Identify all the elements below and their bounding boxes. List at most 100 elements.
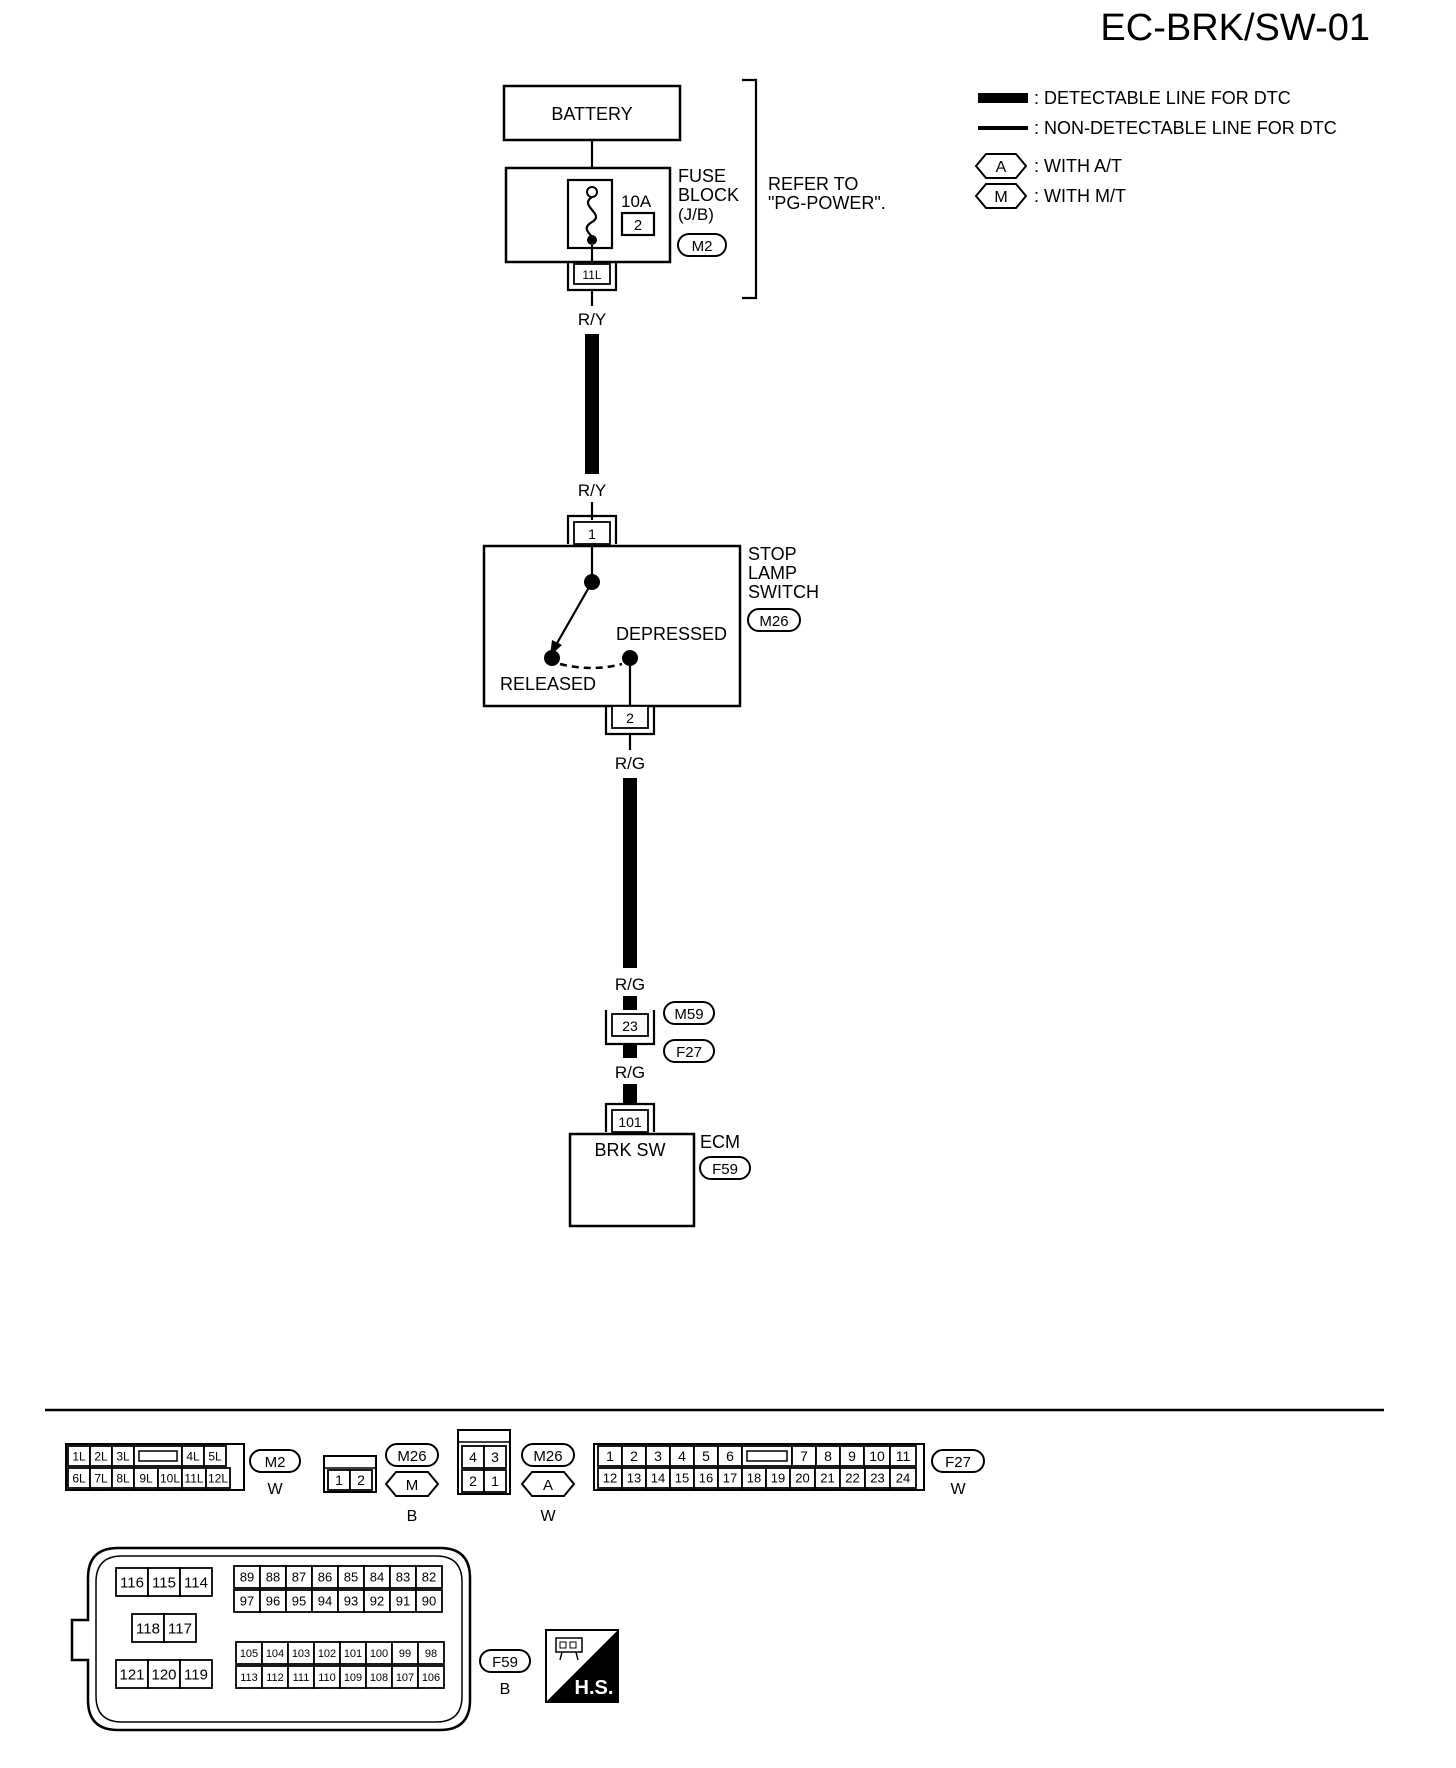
ecm-box [568, 1132, 696, 1228]
legend-detectable-text: : DETECTABLE LINE FOR DTC [1034, 88, 1291, 108]
wire-rg-2: R/G [615, 975, 645, 994]
pin-label: 13 [627, 1471, 641, 1486]
pin-label: 110 [318, 1672, 336, 1684]
fuse-label-3: (J/B) [678, 205, 714, 224]
pin-cell [147, 1567, 181, 1597]
pin-label: 23 [870, 1471, 884, 1486]
pin-cell [131, 1613, 165, 1643]
pin-label: 94 [318, 1594, 332, 1609]
pin-label: 1 [491, 1473, 499, 1489]
pin-label: 8 [824, 1448, 832, 1464]
page-id: EC-BRK/SW-01 [1100, 7, 1370, 49]
switch-label-1: STOP [748, 544, 797, 564]
pin-cell [205, 1467, 231, 1489]
pin-label: 16 [699, 1471, 713, 1486]
conn-f59-color: B [500, 1681, 511, 1698]
switch-pin-out: 2 [626, 710, 634, 726]
legend-non-detectable-swatch [978, 126, 1028, 130]
conn-m2-color: W [267, 1481, 283, 1498]
stop-lamp-switch-box [482, 544, 742, 708]
junction-conn-top: M59 [674, 1006, 703, 1023]
battery-label: BATTERY [551, 104, 632, 124]
pin-label: 20 [795, 1471, 809, 1486]
pin-label: 121 [119, 1666, 144, 1683]
switch-depressed-label: DEPRESSED [616, 624, 727, 644]
pin-label: 15 [675, 1471, 689, 1486]
pin-label: 105 [240, 1648, 258, 1660]
wire-rg-thick-4 [623, 1084, 637, 1104]
pin-label: 92 [370, 1594, 384, 1609]
pin-label: 89 [240, 1570, 254, 1585]
conn-m26-mt-variant-shape [384, 1471, 440, 1497]
pin-label: 112 [266, 1672, 284, 1684]
ecm-pin: 101 [618, 1114, 642, 1130]
conn-m26-at-variant: A [543, 1477, 553, 1494]
fuse-label-2: BLOCK [678, 185, 739, 205]
pin-cell [415, 1589, 443, 1613]
conn-m26-at-badge [521, 1443, 575, 1467]
pin-label: 19 [771, 1471, 785, 1486]
pin-label: 111 [293, 1672, 310, 1684]
pin-cell [349, 1469, 373, 1491]
pin-label: 90 [422, 1594, 436, 1609]
legend-at-symbol-shape [974, 153, 1028, 179]
pin-label: 113 [240, 1672, 258, 1684]
fuse-number: 2 [634, 217, 642, 234]
pin-label: 103 [292, 1648, 310, 1660]
fuse-block-box [504, 166, 672, 264]
pin-cell [483, 1445, 507, 1469]
pin-label: 10L [160, 1471, 180, 1485]
pin-label: 6L [72, 1471, 86, 1485]
fuse-connector-badge [677, 233, 727, 257]
terminal-11l-box [573, 263, 611, 285]
pin-label: 12 [603, 1471, 617, 1486]
pin-label: 2 [630, 1448, 638, 1464]
legend: : DETECTABLE LINE FOR DTC : NON-DETECTAB… [974, 88, 1337, 209]
pin-label: 2 [357, 1472, 365, 1488]
junction-conn-bottom-badge [663, 1039, 715, 1063]
pin-label: 85 [344, 1570, 358, 1585]
legend-mt-symbol-shape [974, 183, 1028, 209]
conn-f59-badge [479, 1649, 531, 1673]
pin-label: 99 [399, 1648, 411, 1660]
switch-released-contact [544, 650, 560, 666]
wire-rg-thick-2 [623, 996, 637, 1010]
switch-released-label: RELEASED [500, 674, 596, 694]
fuse-bottom-terminal [587, 235, 597, 245]
junction-pin-box [611, 1013, 649, 1037]
pin-label: 9L [139, 1471, 153, 1485]
pin-label: 2L [94, 1449, 108, 1463]
hs-label: H.S. [575, 1677, 614, 1699]
legend-detectable-swatch [978, 93, 1028, 103]
ecm-connector: F59 [712, 1161, 738, 1178]
wire-ry-thick [585, 334, 599, 474]
pin-label: 1L [72, 1449, 86, 1463]
pin-label: 5L [208, 1449, 222, 1463]
legend-at-text: : WITH A/T [1034, 156, 1122, 176]
switch-travel-dashed [559, 662, 623, 670]
pin-label: 4 [469, 1449, 477, 1465]
pin-label: 7L [94, 1471, 108, 1485]
fuse-top-terminal [586, 186, 598, 198]
pin-label: 8L [116, 1471, 130, 1485]
switch-depressed-contact [622, 650, 638, 666]
wire-rg-1: R/G [615, 754, 645, 773]
pin-cell [417, 1641, 445, 1665]
pin-label: 114 [184, 1574, 208, 1591]
fuse-element-icon [585, 196, 598, 239]
pin-label: 14 [651, 1471, 665, 1486]
switch-blade [555, 581, 593, 646]
pin-label: 24 [896, 1471, 910, 1486]
switch-pin-in: 1 [588, 526, 596, 542]
ecm-pin-frame [604, 1102, 656, 1132]
pin-label: 11 [896, 1448, 911, 1464]
conn-m26-at-name: M26 [533, 1448, 562, 1465]
pin-label: 119 [184, 1666, 208, 1683]
pin-label: 115 [152, 1574, 176, 1591]
switch-pin-in-box [573, 521, 611, 545]
fuse-connector: M2 [692, 238, 713, 255]
ecm-inner-label: BRK SW [594, 1140, 665, 1160]
